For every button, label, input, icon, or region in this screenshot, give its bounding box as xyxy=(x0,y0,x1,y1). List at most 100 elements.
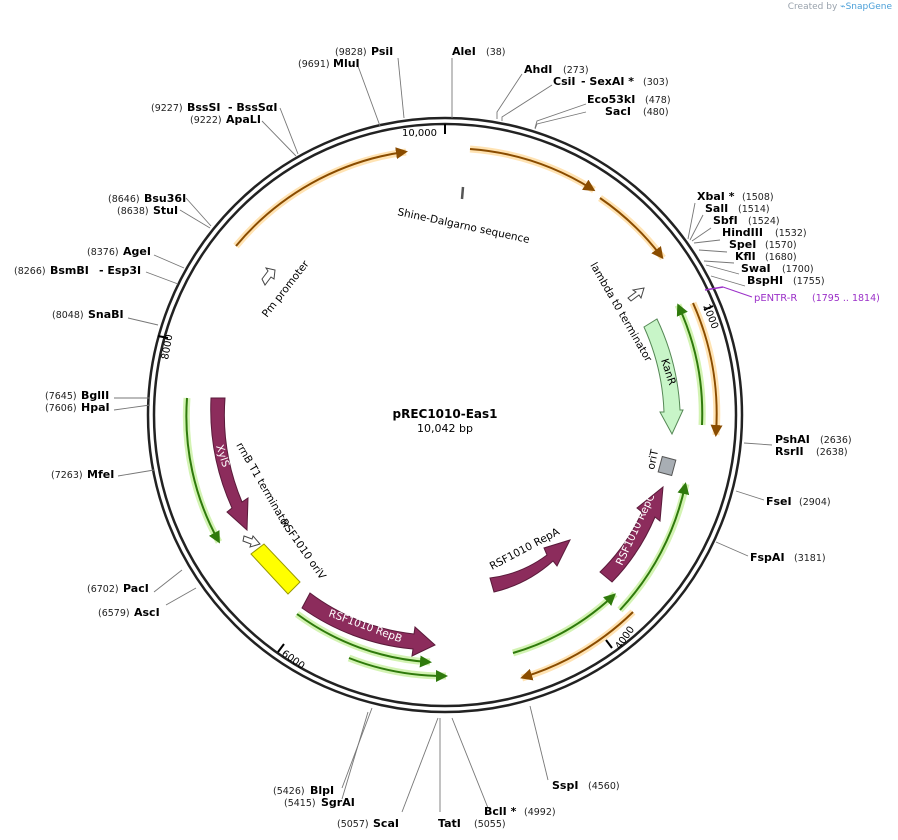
site-bsmbi[interactable]: (8266) BsmBI - Esp3I xyxy=(14,264,141,277)
feature-shine-dalgarno[interactable]: Shine-Dalgarno sequence xyxy=(396,186,531,246)
orf-lower-right-green xyxy=(619,482,690,611)
primer-pentr-r[interactable]: pENTR-R (1795 .. 1814) xyxy=(704,286,880,304)
pm-promoter-arrow xyxy=(261,267,276,286)
site-psii[interactable]: (9828) PsiI xyxy=(335,45,393,58)
site-sspi-pos: (4560) xyxy=(588,781,620,792)
site-swai-name: SwaI xyxy=(741,262,771,275)
tick-label-6000: 6000 xyxy=(279,648,306,672)
orf-top-right xyxy=(469,148,596,192)
site-leaders xyxy=(113,57,773,813)
site-scai[interactable]: (5057) ScaI xyxy=(337,817,399,830)
feature-rsf1010-oriv[interactable]: RSF1010 oriV xyxy=(250,517,329,595)
site-agei-pos: (8376) xyxy=(87,247,119,258)
feature-orit[interactable]: oriT xyxy=(645,448,677,477)
site-xbai-name: XbaI * xyxy=(697,190,735,203)
site-fsei[interactable]: FseI (2904) xyxy=(766,495,831,508)
site-sgrai[interactable]: (5415) SgrAI xyxy=(284,796,355,809)
site-kfli[interactable]: KflI (1680) xyxy=(735,250,797,263)
site-ahdi-pos: (273) xyxy=(563,65,589,76)
site-mlui[interactable]: (9691) MluI xyxy=(298,57,360,70)
site-asci[interactable]: (6579) AscI xyxy=(98,606,160,619)
primer-name: pENTR-R xyxy=(754,293,797,304)
credit-brand: SnapGene xyxy=(845,2,892,12)
site-bsssai-name: - BssSαI xyxy=(228,101,277,114)
site-alei[interactable]: AleI (38) xyxy=(452,45,506,58)
feature-rsf1010-repa[interactable]: RSF1010 RepA xyxy=(488,525,571,593)
site-bsssi-name: BssSI xyxy=(187,101,221,114)
site-spei[interactable]: SpeI (1570) xyxy=(729,238,797,251)
site-spei-name: SpeI xyxy=(729,238,756,251)
site-bsphi-pos: (1755) xyxy=(793,276,825,287)
site-ahdi[interactable]: AhdI (273) xyxy=(524,63,589,76)
site-alei-name: AleI xyxy=(452,45,476,58)
kanr-arrow xyxy=(643,318,684,436)
snapgene-credit: Created by ⌁SnapGene xyxy=(788,2,892,12)
site-eco53ki[interactable]: Eco53kI (478) xyxy=(587,93,671,106)
site-bsssi[interactable]: (9227) BssSI - BssSαI xyxy=(151,101,277,114)
site-alei-pos: (38) xyxy=(486,47,506,58)
orf-right-orange xyxy=(692,302,723,437)
site-paci[interactable]: (6702) PacI xyxy=(87,582,149,595)
site-kfli-pos: (1680) xyxy=(765,252,797,263)
site-bcli[interactable]: BclI * (4992) xyxy=(484,805,556,818)
site-sspi[interactable]: SspI (4560) xyxy=(552,779,620,792)
primer-range: (1795 .. 1814) xyxy=(812,293,880,304)
orf-top-right-2-halo xyxy=(598,195,666,261)
site-sgrai-pos: (5415) xyxy=(284,798,316,809)
site-apali-pos: (9222) xyxy=(190,115,222,126)
site-tati-name: TatI xyxy=(438,817,461,830)
site-fspai-name: FspAI xyxy=(750,551,785,564)
site-sali-pos: (1514) xyxy=(738,204,770,215)
site-fspai[interactable]: FspAI (3181) xyxy=(750,551,826,564)
site-fspai-pos: (3181) xyxy=(794,553,826,564)
site-snabi-pos: (8048) xyxy=(52,310,84,321)
site-apali[interactable]: (9222) ApaLI xyxy=(190,113,261,126)
orf-top-right-2 xyxy=(599,197,664,260)
site-blpi[interactable]: (5426) BlpI xyxy=(273,784,334,797)
feature-lambda-terminator[interactable]: lambda t0 terminator xyxy=(587,261,654,365)
site-xbai[interactable]: XbaI * (1508) xyxy=(697,190,774,203)
site-stui-name: StuI xyxy=(153,204,178,217)
feature-rsf1010-repb[interactable]: RSF1010 RepB xyxy=(301,592,436,657)
site-tati[interactable]: TatI (5055) xyxy=(438,817,506,830)
site-saci[interactable]: SacI (480) xyxy=(605,105,669,118)
feature-xyls[interactable]: XylS xyxy=(210,397,249,532)
site-hindiii-pos: (1532) xyxy=(775,228,807,239)
site-csii[interactable]: CsiI - SexAI * (303) xyxy=(553,75,669,88)
site-snabi[interactable]: (8048) SnaBI xyxy=(52,308,124,321)
site-stui[interactable]: (8638) StuI xyxy=(117,204,178,217)
site-pshai[interactable]: PshAI (2636) xyxy=(775,433,852,446)
site-mfei-pos: (7263) xyxy=(51,470,83,481)
feature-pm-promoter[interactable]: Pm promoter xyxy=(260,258,312,320)
site-sbfi[interactable]: SbfI (1524) xyxy=(713,214,780,227)
site-paci-name: PacI xyxy=(123,582,149,595)
site-saci-name: SacI xyxy=(605,105,631,118)
tick-10000: 10,000 xyxy=(402,124,446,139)
site-rsrii[interactable]: RsrII (2638) xyxy=(775,445,848,458)
oriv-block xyxy=(250,543,301,595)
snapgene-logo-icon: ⌁ xyxy=(840,2,846,12)
orf-top-left xyxy=(235,147,408,247)
site-labels: (9828) PsiI (9691) MluI AleI (38) AhdI (… xyxy=(14,45,852,830)
site-fsei-pos: (2904) xyxy=(799,497,831,508)
site-bglii[interactable]: (7645) BglII xyxy=(45,389,109,402)
site-swai[interactable]: SwaI (1700) xyxy=(741,262,814,275)
site-hpai[interactable]: (7606) HpaI xyxy=(45,401,110,414)
site-eco53ki-pos: (478) xyxy=(645,95,671,106)
site-bsphi[interactable]: BspHI (1755) xyxy=(747,274,825,287)
repa-arrow xyxy=(489,539,571,593)
site-agei[interactable]: (8376) AgeI xyxy=(87,245,151,258)
site-mfei[interactable]: (7263) MfeI xyxy=(51,468,114,481)
site-bsphi-name: BspHI xyxy=(747,274,783,287)
xyls-arrow xyxy=(210,397,249,532)
site-sali[interactable]: SalI (1514) xyxy=(705,202,770,215)
site-hindiii[interactable]: HindIII (1532) xyxy=(722,226,807,239)
repb-arrow xyxy=(301,592,436,657)
rrnb-terminator-arrow xyxy=(242,535,261,548)
orf-lower-left-green-2 xyxy=(348,657,448,682)
site-xbai-pos: (1508) xyxy=(742,192,774,203)
feature-kanr[interactable]: KanR xyxy=(643,318,684,436)
site-eco53ki-name: Eco53kI xyxy=(587,93,635,106)
site-bsu36i[interactable]: (8646) Bsu36I xyxy=(108,192,186,205)
shine-dalgarno-label: Shine-Dalgarno sequence xyxy=(396,206,530,246)
